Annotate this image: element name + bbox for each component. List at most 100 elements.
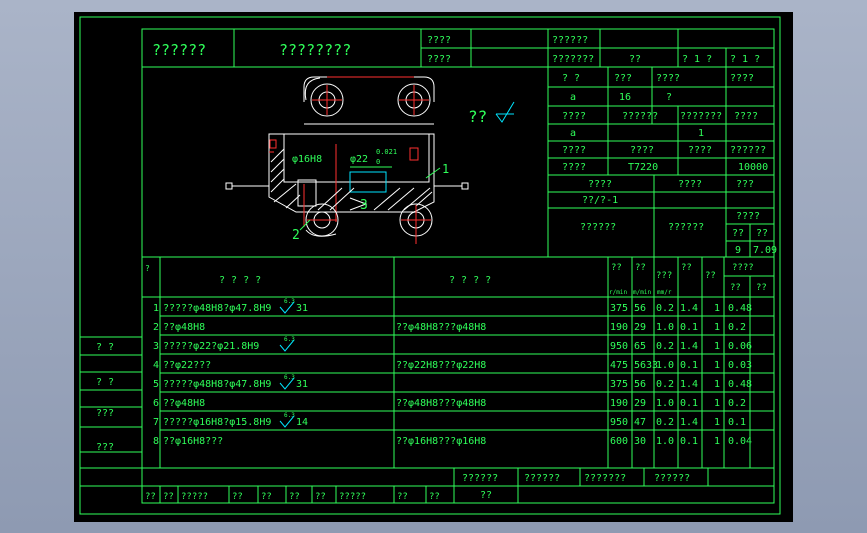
ops-cell-no: 3 [153, 341, 159, 352]
info-r10-c2: ?? [756, 228, 768, 239]
info-r9-c1: ?????? [580, 222, 616, 233]
ops-cell-tool: ??φ48H8???φ48H8 [396, 398, 486, 409]
ops-cell-f: 1.0 [656, 360, 674, 371]
hdr-h6a: ?? [730, 283, 741, 293]
hdr-h5: ?? [705, 271, 716, 281]
ops-cell-t: 0.04 [728, 436, 752, 447]
info-r7-c1: ???? [588, 179, 612, 190]
operations-table: ? ? ? ? ? ? ? ? ? ?? r/min ?? m/min ??? … [142, 256, 774, 469]
main-title: ???????? [279, 41, 351, 59]
bottom-cell: ????? [181, 492, 208, 502]
info-r3-c4: ???? [734, 111, 758, 122]
outer-frame [79, 16, 781, 515]
dim-22: φ22 [350, 154, 368, 165]
ops-cell-f: 1.0 [656, 398, 674, 409]
ops-cell-no: 8 [153, 436, 159, 447]
dim-16h8: φ16H8 [292, 154, 322, 165]
ops-cell-v: 56 [634, 303, 646, 314]
info-r10-c1: ?? [732, 228, 744, 239]
part-drawing[interactable]: φ16H8 φ22 0.021 0 1 3 2 ?? [225, 76, 515, 244]
ops-cell-extra: 31 [296, 379, 308, 390]
ops-cell-no: 5 [153, 379, 159, 390]
dim-tol-lower: 0 [376, 158, 380, 166]
hdr-h6b: ?? [756, 283, 767, 293]
ops-cell-i: 1 [714, 436, 720, 447]
roughness-note: 6.3 [284, 298, 295, 305]
ops-cell-f: 0.2 [656, 417, 674, 428]
info-r1-c1: ? ? [562, 73, 580, 84]
callout-2: 2 [292, 228, 300, 243]
hdr-tools: ? ? ? ? [449, 275, 491, 286]
margin-1: ? ? [96, 342, 114, 353]
bottom-cell: ?? [145, 492, 156, 502]
tb-r1-c1: ???? [427, 35, 451, 46]
ops-cell-ap: 1.4 [680, 303, 698, 314]
ops-cell-content: ??φ22??? [163, 360, 211, 371]
roughness-note: 6.3 [284, 336, 295, 343]
info-r9-c2: ?????? [668, 222, 704, 233]
tb-r1-c3: ?????? [552, 35, 588, 46]
ops-cell-t: 0.1 [728, 417, 746, 428]
tb-r2-c1: ???? [427, 54, 451, 65]
info-r7-c3: ??? [736, 179, 754, 190]
ops-cell-i: 1 [714, 398, 720, 409]
hdr-h3u: mm/r [657, 289, 672, 296]
roughness-check-icon [279, 415, 295, 428]
cad-canvas[interactable]: ?????? ???????? ???? ?????? ???? ???????… [74, 12, 793, 522]
ops-cell-v: 5633 [634, 360, 658, 371]
info-r9-c3: ???? [736, 211, 760, 222]
title-block: ?????? ???????? ???? ?????? ???? ???????… [142, 29, 774, 68]
margin-2: ? ? [96, 377, 114, 388]
roughness-note: 6.3 [284, 374, 295, 381]
ops-cell-content: ??φ48H8 [163, 398, 205, 409]
ops-cell-ap: 1.4 [680, 379, 698, 390]
sig-2: ?????? [524, 473, 560, 484]
ops-cell-t: 0.48 [728, 303, 752, 314]
ops-cell-t: 0.2 [728, 398, 746, 409]
ops-cell-ap: 1.4 [680, 341, 698, 352]
ops-cell-n: 950 [610, 341, 628, 352]
bottom-cell: ????? [339, 492, 366, 502]
ops-cell-f: 0.2 [656, 341, 674, 352]
hdr-h2u: m/min [633, 289, 651, 296]
margin-3: ??? [96, 408, 114, 419]
roughness-note: 6.3 [284, 412, 295, 419]
roughness-check-icon [495, 101, 515, 123]
roughness-check-icon [279, 301, 295, 314]
info-r4-c1: a [570, 128, 576, 139]
roughness-check-icon [279, 377, 295, 390]
ops-cell-v: 65 [634, 341, 646, 352]
ops-cell-v: 56 [634, 379, 646, 390]
ops-cell-n: 950 [610, 417, 628, 428]
info-r11-c2: 7.09 [753, 245, 777, 256]
dim-tol-upper: 0.021 [376, 148, 397, 156]
ops-cell-v: 30 [634, 436, 646, 447]
ops-cell-content: ??φ48H8 [163, 322, 205, 333]
ops-cell-n: 375 [610, 379, 628, 390]
info-r6-c2: T7220 [628, 162, 658, 173]
info-r1-c4: ???? [730, 73, 754, 84]
footer-signatures: ?????? ?????? ??????? ?????? ?? ????????… [142, 468, 774, 503]
info-r8-c1: ??/?-1 [582, 195, 618, 206]
ops-cell-t: 0.48 [728, 379, 752, 390]
ops-cell-content: ?????φ48H8?φ47.8H9 [163, 379, 271, 390]
ops-cell-content: ?????φ48H8?φ47.8H9 [163, 303, 271, 314]
ops-cell-tool: ??φ16H8???φ16H8 [396, 436, 486, 447]
ops-cell-ap: 0.1 [680, 398, 698, 409]
callout-3: 3 [360, 198, 368, 213]
ops-cell-v: 47 [634, 417, 646, 428]
ops-cell-no: 1 [153, 303, 159, 314]
process-info-block: ? ? ??? ???? ???? a 16 ? ???? ?????? ???… [547, 67, 777, 257]
info-r4-c4: 1 [698, 128, 704, 139]
sig-4: ?????? [654, 473, 690, 484]
ops-cell-content: ?????φ16H8?φ15.8H9 [163, 417, 271, 428]
tb-r2-c5: ? 1 ? [682, 54, 712, 65]
hdr-h4: ?? [681, 263, 692, 273]
info-r2-c3: ? [666, 92, 672, 103]
left-title: ?????? [152, 41, 206, 59]
ops-cell-content: ?????φ22?φ21.8H9 [163, 341, 259, 352]
ops-cell-tool: ??φ48H8???φ48H8 [396, 322, 486, 333]
ops-cell-t: 0.03 [728, 360, 752, 371]
info-r3-c3: ??????? [680, 111, 722, 122]
